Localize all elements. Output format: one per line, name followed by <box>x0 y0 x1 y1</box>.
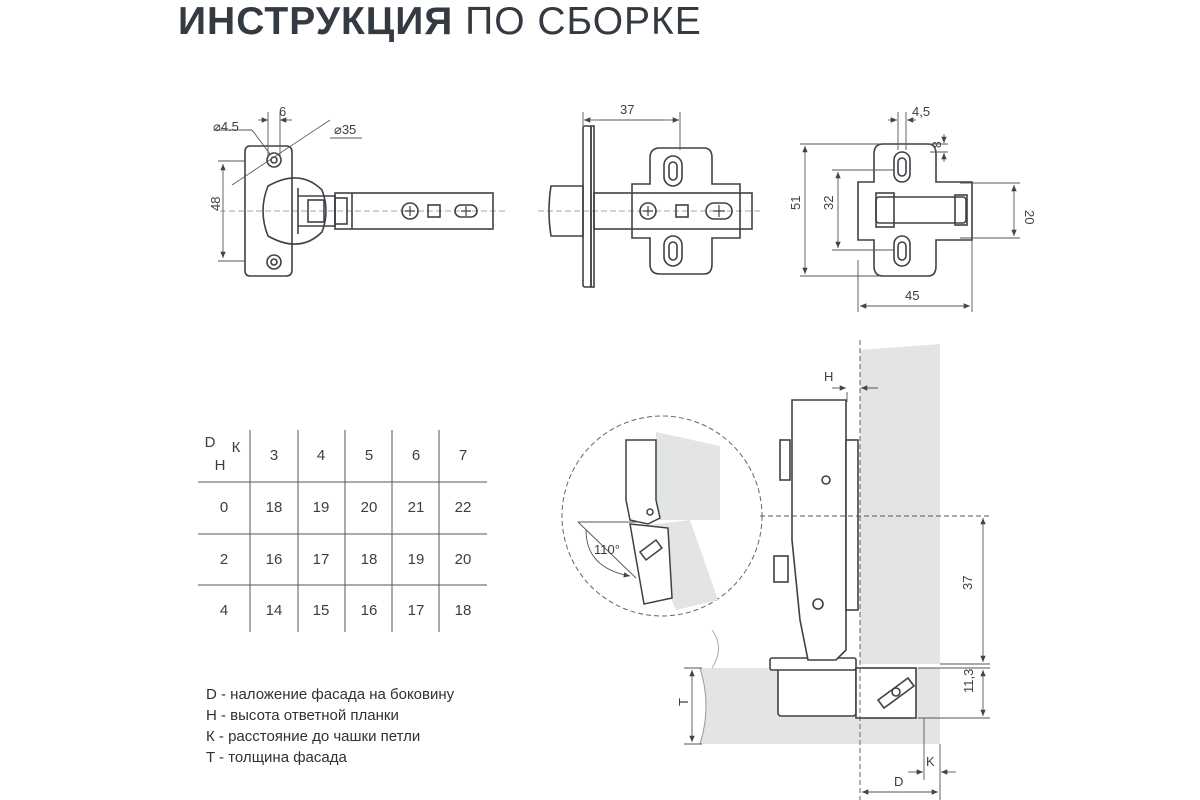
detail-circle <box>561 415 763 617</box>
dim-37-top: 37 <box>620 102 634 117</box>
table-cell: 14 <box>266 602 283 619</box>
table-row-h: 4 <box>220 602 228 619</box>
parameter-table: D К H 3 4 5 6 7 0 18 19 20 21 22 2 16 17… <box>205 434 472 619</box>
dim-37-side: 37 <box>960 576 975 590</box>
dim-45: 45 <box>905 288 919 303</box>
table-cell: 20 <box>361 499 378 516</box>
dim-20: 20 <box>1022 210 1037 224</box>
table-cell: 17 <box>408 602 425 619</box>
dims-view-2 <box>582 112 681 150</box>
table-cell: 22 <box>455 499 472 516</box>
dim-6: 6 <box>279 104 286 119</box>
base-plate-view <box>857 143 973 277</box>
dim-D: D <box>894 774 903 789</box>
table-cell: 15 <box>313 602 330 619</box>
table-cell: 18 <box>266 499 283 516</box>
legend-item-d: D - наложение фасада на боковину <box>206 686 455 703</box>
dim-48: 48 <box>208 197 223 211</box>
table-row-h: 2 <box>220 551 228 568</box>
dim-T: T <box>676 698 691 706</box>
legend-item-t: T - толщина фасада <box>206 749 347 766</box>
table-cell: 17 <box>313 551 330 568</box>
table-corner-k: К <box>232 439 241 456</box>
dim-d45: ⌀4.5 <box>213 119 239 134</box>
table-header-k: 6 <box>412 447 420 464</box>
dims-view-1 <box>216 112 362 262</box>
table-header-k: 3 <box>270 447 278 464</box>
side-dims <box>684 340 990 800</box>
table-cell: 20 <box>455 551 472 568</box>
hinge-side-view <box>769 399 917 719</box>
dim-32: 32 <box>821 196 836 210</box>
table-row-h: 0 <box>220 499 228 516</box>
hinge-top-view-mounted <box>538 125 760 288</box>
dim-K: K <box>926 754 935 769</box>
dim-d35: ⌀35 <box>334 122 356 137</box>
angle-110: 110° <box>594 542 620 557</box>
dim-11-3: 11,3 <box>961 669 976 693</box>
dims-view-3 <box>800 112 1020 312</box>
legend: D - наложение фасада на боковину H - выс… <box>206 684 454 768</box>
title-bold: ИНСТРУКЦИЯ <box>178 0 454 43</box>
table-corner-h: H <box>215 457 226 474</box>
legend-item-h: H - высота ответной планки <box>206 707 399 724</box>
table-header-k: 4 <box>317 447 325 464</box>
table-cell: 16 <box>266 551 283 568</box>
title-normal: ПО СБОРКЕ <box>465 0 702 43</box>
table-header-k: 7 <box>459 447 467 464</box>
table-corner-d: D <box>205 434 216 451</box>
table-grid <box>198 430 487 632</box>
page-title: ИНСТРУКЦИЯ ПО СБОРКЕ <box>178 0 702 44</box>
table-cell: 18 <box>361 551 378 568</box>
table-header-k: 5 <box>365 447 373 464</box>
table-cell: 19 <box>408 551 425 568</box>
dim-H: H <box>824 369 833 384</box>
dim-51: 51 <box>788 196 803 210</box>
table-cell: 19 <box>313 499 330 516</box>
table-cell: 21 <box>408 499 425 516</box>
dim-4-5: 4,5 <box>912 104 930 119</box>
table-cell: 16 <box>361 602 378 619</box>
dim-8: 8 <box>930 141 944 148</box>
table-cell: 18 <box>455 602 472 619</box>
legend-item-k: К - расстояние до чашки петли <box>206 728 421 745</box>
hinge-top-view-front <box>220 119 505 277</box>
